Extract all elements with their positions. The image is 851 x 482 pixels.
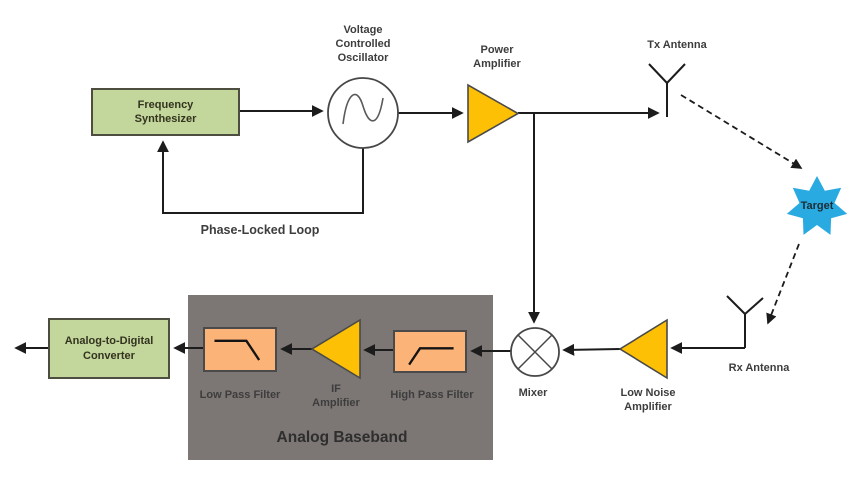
high-pass-filter-symbol xyxy=(408,347,454,366)
rx-antenna-label: Rx Antenna xyxy=(728,362,790,374)
low-noise-amplifier-label: Low Noise Amplifier xyxy=(620,387,676,413)
analog-baseband-label: Analog Baseband xyxy=(276,429,408,446)
power-amplifier-label: Power Amplifier xyxy=(473,44,521,70)
target-label: Target xyxy=(800,200,834,213)
connector-lna-to-mixer xyxy=(562,343,621,356)
connector-target-to-rx-dashed xyxy=(766,243,800,325)
mixer-label: Mixer xyxy=(518,387,548,399)
high-pass-filter-label: High Pass Filter xyxy=(390,389,474,401)
vco-label: Voltage Controlled Oscillator xyxy=(335,24,391,64)
rx-antenna-icon xyxy=(726,295,764,348)
pll-label: Phase-Locked Loop xyxy=(200,223,320,237)
vco-circle xyxy=(327,77,399,149)
low-pass-filter-label: Low Pass Filter xyxy=(199,389,281,401)
power-amplifier-triangle xyxy=(467,83,520,144)
frequency-synthesizer-block: Frequency Synthesizer xyxy=(91,88,240,136)
if-amplifier-label: IF Amplifier xyxy=(312,383,360,409)
adc-block: Analog-to-Digital Converter xyxy=(48,318,170,379)
mixer-circle xyxy=(510,327,560,377)
low-pass-filter-symbol xyxy=(214,339,261,361)
mixer-x-icon xyxy=(517,334,553,370)
tx-antenna-icon xyxy=(648,63,686,117)
sine-wave-icon xyxy=(342,93,384,125)
low-pass-filter-block xyxy=(203,327,277,372)
connector-tx-to-target-dashed xyxy=(680,94,803,169)
tx-antenna-label: Tx Antenna xyxy=(647,39,707,51)
low-noise-amplifier-triangle xyxy=(618,318,668,380)
high-pass-filter-block xyxy=(393,330,467,373)
connector-pll-feedback xyxy=(157,140,364,214)
